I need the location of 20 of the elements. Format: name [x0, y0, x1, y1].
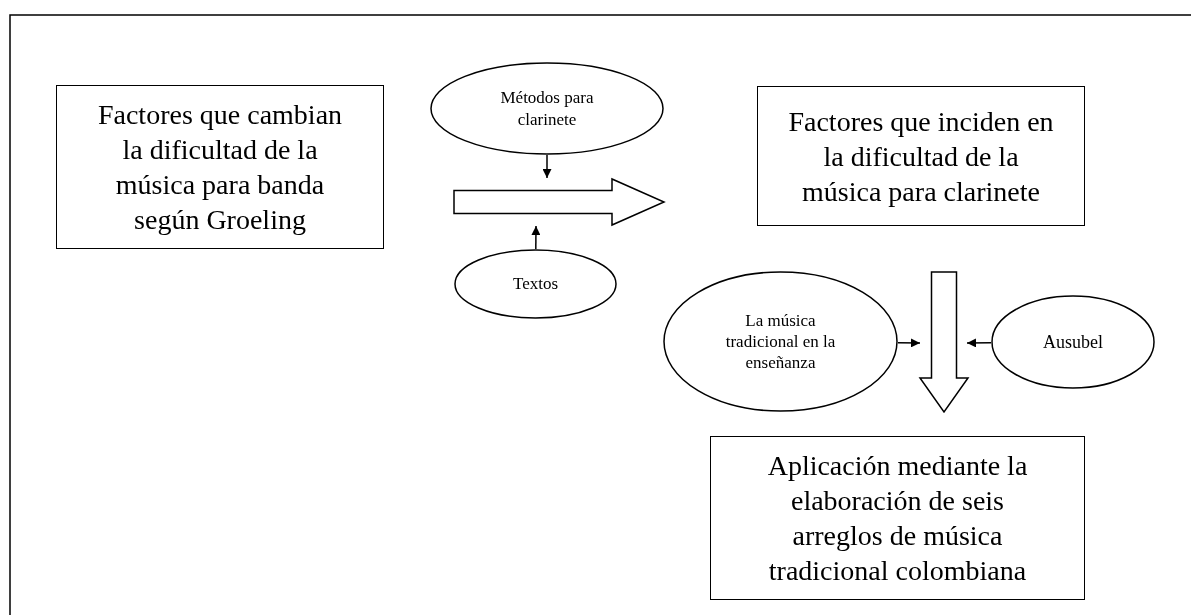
arrow — [897, 338, 921, 348]
text-box — [710, 436, 1085, 600]
node-text: Textos — [512, 273, 559, 295]
text-box — [56, 85, 384, 249]
node-text: Ausubel — [1043, 330, 1103, 354]
node-text: Factores que cambian la dificultad de la música para banda según Groeling — [96, 98, 344, 237]
block-arrow — [918, 271, 970, 414]
arrow — [542, 154, 552, 179]
ellipse-node — [991, 295, 1155, 389]
node-text: Factores que inciden en la dificultad de la música para clarinete — [787, 104, 1055, 209]
ellipse-node — [430, 62, 664, 155]
ellipse-node — [663, 271, 898, 412]
text-box — [757, 86, 1085, 226]
node-text: Métodos para clarinete — [499, 87, 595, 130]
arrow — [966, 338, 992, 348]
ellipse-node — [454, 249, 617, 319]
arrow — [531, 225, 541, 250]
node-text: Aplicación mediante la elaboración de seis arreglos de música tradicional colombiana — [766, 449, 1029, 588]
block-arrow — [453, 177, 666, 227]
node-text: La música tradicional en la enseñanza — [724, 309, 837, 374]
